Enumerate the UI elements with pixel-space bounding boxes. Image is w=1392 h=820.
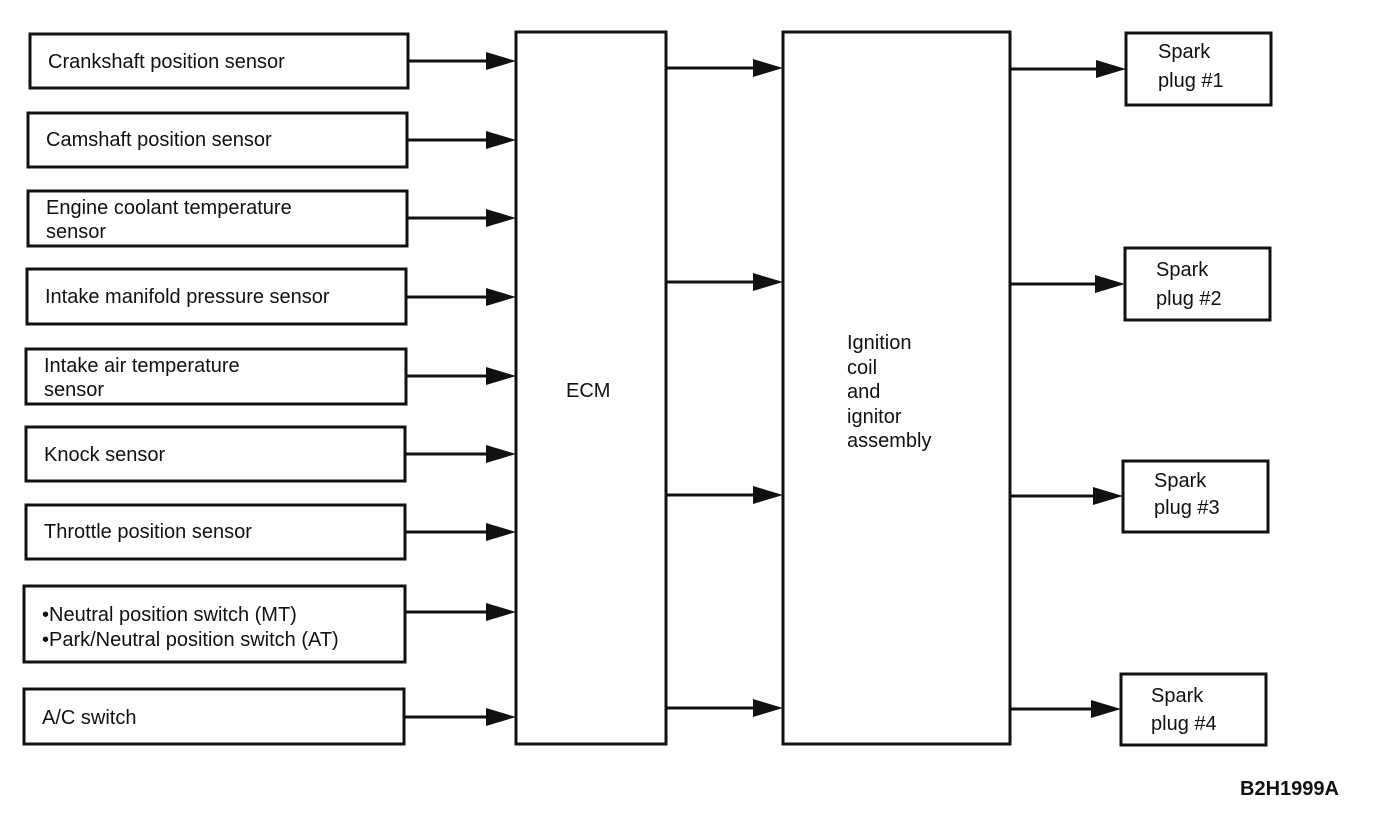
- arrow-ecm-to-ignition-3: [666, 486, 783, 504]
- sensor-intake-air-temperature: Intake air temperature sensor: [24, 347, 408, 406]
- spark-plug-label: plug #4: [1151, 713, 1217, 735]
- sensor-intake-manifold-pressure: Intake manifold pressure sensor: [25, 267, 408, 326]
- sensor-label: Intake manifold pressure sensor: [45, 286, 330, 308]
- sensor-label: Engine coolant temperature: [46, 197, 292, 219]
- arrow-neutral-switch-to-ecm: [405, 603, 516, 621]
- sensor-label: sensor: [44, 379, 104, 401]
- arrow-intake-air-to-ecm: [406, 367, 516, 385]
- sensor-label: •Park/Neutral position switch (AT): [42, 629, 339, 651]
- ecm-block: ECM: [514, 30, 668, 746]
- spark-plug-label: Spark: [1156, 259, 1209, 281]
- sensor-label: sensor: [46, 221, 106, 243]
- sensor-label: Camshaft position sensor: [46, 129, 272, 151]
- spark-plug-2: Spark plug #2: [1123, 246, 1272, 322]
- arrow-manifold-to-ecm: [406, 288, 516, 306]
- sensor-ac-switch: A/C switch: [22, 687, 406, 746]
- spark-plug-label: plug #2: [1156, 288, 1222, 310]
- ignition-label: coil: [847, 357, 877, 379]
- spark-plug-label: Spark: [1154, 470, 1207, 492]
- ignition-label: ignitor: [847, 406, 902, 428]
- arrow-ecm-to-ignition-1: [666, 59, 783, 77]
- arrow-camshaft-to-ecm: [407, 131, 516, 149]
- arrow-knock-to-ecm: [405, 445, 516, 463]
- ignition-coil-assembly: Ignition coil and ignitor assembly: [781, 30, 1012, 746]
- spark-plug-label: Spark: [1158, 41, 1211, 63]
- spark-plug-label: Spark: [1151, 685, 1204, 707]
- ignition-label: and: [847, 381, 880, 403]
- sensor-label: Knock sensor: [44, 444, 166, 466]
- spark-plug-4: Spark plug #4: [1119, 672, 1268, 747]
- sensor-camshaft: Camshaft position sensor: [26, 111, 409, 169]
- sensor-neutral-park-switch: •Neutral position switch (MT) •Park/Neut…: [22, 584, 407, 664]
- ignition-label: Ignition: [847, 332, 912, 354]
- arrow-ignition-to-plug-1: [1010, 60, 1126, 78]
- arrow-throttle-to-ecm: [405, 523, 516, 541]
- arrow-crankshaft-to-ecm: [408, 52, 516, 70]
- sensor-knock: Knock sensor: [24, 425, 407, 483]
- sensor-throttle-position: Throttle position sensor: [24, 503, 407, 561]
- arrow-ecm-to-ignition-2: [666, 273, 783, 291]
- sensor-label: A/C switch: [42, 707, 136, 729]
- sensor-engine-coolant-temperature: Engine coolant temperature sensor: [26, 189, 409, 248]
- sensor-crankshaft: Crankshaft position sensor: [28, 32, 410, 90]
- spark-plug-label: plug #3: [1154, 497, 1220, 519]
- arrow-ignition-to-plug-3: [1010, 487, 1123, 505]
- sensor-label: Intake air temperature: [44, 355, 240, 377]
- arrow-ac-switch-to-ecm: [404, 708, 516, 726]
- sensor-label: •Neutral position switch (MT): [42, 604, 297, 626]
- arrow-ecm-to-ignition-4: [666, 699, 783, 717]
- arrow-ignition-to-plug-4: [1010, 700, 1121, 718]
- spark-plug-1: Spark plug #1: [1124, 31, 1273, 107]
- figure-code: B2H1999A: [1240, 778, 1339, 800]
- arrow-ignition-to-plug-2: [1010, 275, 1125, 293]
- sensor-label: Crankshaft position sensor: [48, 51, 285, 73]
- ecm-label: ECM: [566, 380, 610, 402]
- sensor-label: Throttle position sensor: [44, 521, 252, 543]
- ignition-label: assembly: [847, 430, 931, 452]
- arrow-coolant-to-ecm: [407, 209, 516, 227]
- spark-plug-label: plug #1: [1158, 70, 1224, 92]
- spark-plug-3: Spark plug #3: [1121, 459, 1270, 534]
